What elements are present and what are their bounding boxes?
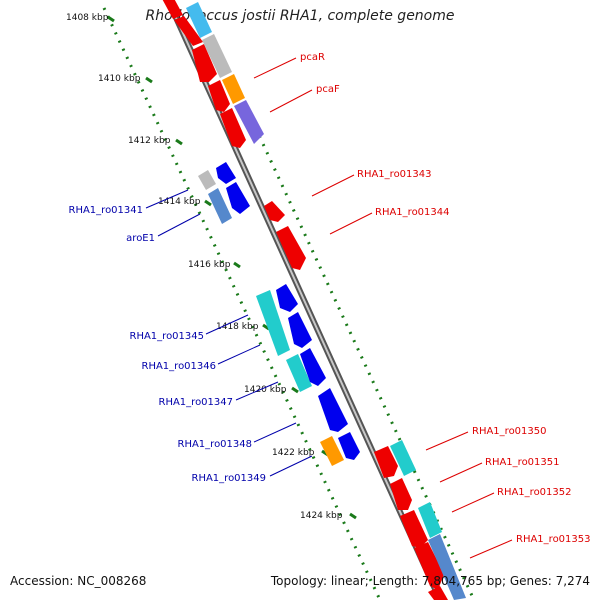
gene-feature[interactable] bbox=[276, 284, 298, 312]
gene-feature[interactable] bbox=[220, 108, 246, 148]
gene-label-forward[interactable]: pcaR bbox=[300, 52, 325, 63]
gene-feature[interactable] bbox=[318, 388, 348, 432]
gene-label-reverse[interactable]: RHA1_ro01345 bbox=[130, 331, 205, 342]
gene-feature[interactable] bbox=[276, 226, 306, 270]
gene-feature[interactable] bbox=[418, 502, 442, 538]
gene-feature[interactable] bbox=[400, 510, 428, 548]
scale-tick-label: 1416 kbp bbox=[188, 260, 231, 270]
gene-feature[interactable] bbox=[428, 534, 466, 600]
gene-feature[interactable] bbox=[338, 432, 360, 460]
scale-track bbox=[102, 7, 382, 600]
gene-label-forward[interactable]: pcaF bbox=[316, 84, 340, 95]
scale-tick-label: 1412 kbp bbox=[128, 136, 171, 146]
gene-label-forward[interactable]: RHA1_ro01352 bbox=[497, 487, 572, 498]
gene-feature[interactable] bbox=[414, 542, 444, 590]
gene-label-forward[interactable]: RHA1_ro01350 bbox=[472, 426, 547, 437]
gene-feature[interactable] bbox=[320, 436, 344, 466]
gene-feature[interactable] bbox=[286, 354, 312, 392]
topology-text: Topology: linear; Length: 7,804,765 bp; … bbox=[270, 574, 590, 588]
gene-feature[interactable] bbox=[160, 0, 183, 19]
forward-gene-track-outer bbox=[186, 2, 466, 600]
gene-feature[interactable] bbox=[264, 201, 285, 222]
gene-feature[interactable] bbox=[288, 312, 312, 348]
gene-label-reverse[interactable]: aroE1 bbox=[126, 233, 155, 244]
forward-gene-track bbox=[160, 0, 448, 600]
gene-label-forward[interactable]: RHA1_ro01353 bbox=[516, 534, 591, 545]
gene-feature[interactable] bbox=[428, 586, 448, 600]
forward-leader-lines bbox=[253, 57, 513, 559]
gene-feature[interactable] bbox=[192, 44, 217, 82]
gene-feature[interactable] bbox=[202, 34, 232, 78]
gene-label-reverse[interactable]: RHA1_ro01347 bbox=[159, 397, 234, 408]
gene-label-reverse[interactable]: RHA1_ro01346 bbox=[142, 361, 217, 372]
genome-title: Rhodococcus jostii RHA1, complete genome bbox=[145, 8, 455, 24]
gene-feature[interactable] bbox=[208, 188, 232, 224]
gene-feature[interactable] bbox=[390, 440, 416, 476]
gene-feature[interactable] bbox=[208, 80, 230, 112]
reverse-gene-track bbox=[198, 162, 360, 466]
reverse-leader-lines bbox=[145, 189, 313, 477]
scale-tick-label: 1408 kbp bbox=[66, 13, 109, 23]
accession-info: Accession: NC_008268 bbox=[10, 574, 147, 588]
gene-feature[interactable] bbox=[222, 74, 245, 104]
gene-feature[interactable] bbox=[374, 446, 398, 478]
gene-label-forward[interactable]: RHA1_ro01343 bbox=[357, 169, 432, 180]
gene-feature[interactable] bbox=[186, 2, 212, 38]
gene-feature[interactable] bbox=[390, 478, 412, 510]
gene-label-forward[interactable]: RHA1_ro01351 bbox=[485, 457, 560, 468]
gene-label-forward[interactable]: RHA1_ro01344 bbox=[375, 207, 450, 218]
gene-feature[interactable] bbox=[300, 348, 326, 386]
gene-label-reverse[interactable]: RHA1_ro01348 bbox=[178, 439, 253, 450]
gene-feature[interactable] bbox=[226, 182, 250, 214]
gene-feature[interactable] bbox=[234, 100, 264, 144]
scale-tick-label: 1424 kbp bbox=[300, 511, 343, 521]
scale-tick-label: 1420 kbp bbox=[244, 385, 287, 395]
gene-feature[interactable] bbox=[216, 162, 236, 184]
scale-tick-label: 1422 kbp bbox=[272, 448, 315, 458]
scale-tick-label: 1410 kbp bbox=[98, 74, 141, 84]
gene-label-reverse[interactable]: RHA1_ro01341 bbox=[69, 205, 144, 216]
scale-tick-label: 1418 kbp bbox=[216, 322, 259, 332]
gene-feature[interactable] bbox=[198, 170, 216, 190]
gene-label-reverse[interactable]: RHA1_ro01349 bbox=[192, 473, 267, 484]
gene-feature[interactable] bbox=[174, 16, 203, 46]
scale-tick-label: 1414 kbp bbox=[158, 197, 201, 207]
gene-feature[interactable] bbox=[256, 290, 290, 356]
topology-info: Topology: linear; Length: 7,804,765 bp; … bbox=[271, 574, 590, 588]
